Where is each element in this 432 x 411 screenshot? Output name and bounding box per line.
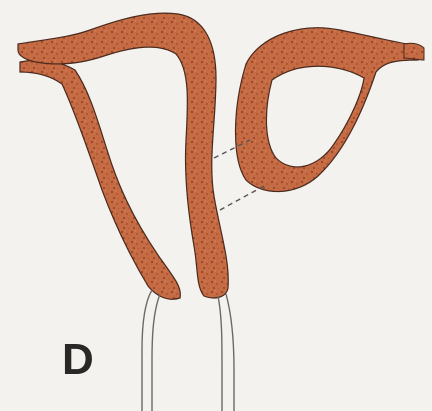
right-canal-inner [218, 296, 222, 411]
dashed-connection-lower [220, 186, 264, 210]
main-arch [18, 13, 228, 298]
right-loop [236, 28, 419, 192]
left-canal-outer [142, 290, 152, 411]
left-canal-inner [152, 294, 160, 411]
panel-label: D [62, 338, 94, 382]
right-loop-tip [404, 43, 424, 60]
right-canal-outer [226, 294, 234, 411]
left-limb [20, 60, 180, 299]
